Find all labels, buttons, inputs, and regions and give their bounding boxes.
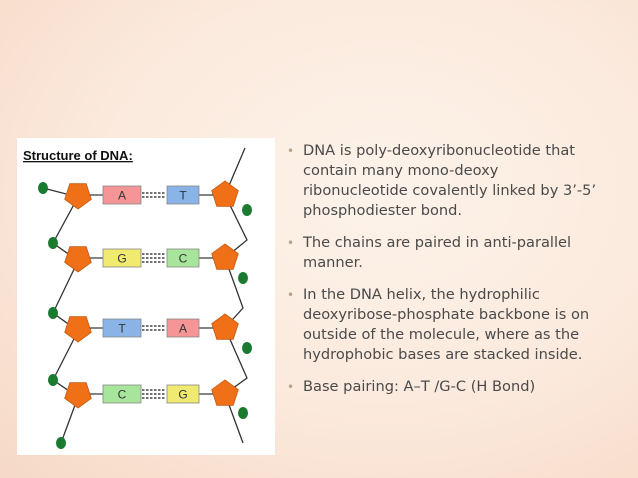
bullet-item: • In the DNA helix, the hydrophilic deoxy…: [287, 285, 607, 365]
sugar-left: [64, 382, 92, 409]
base-right: [166, 318, 200, 338]
sugar-left: [64, 183, 92, 210]
sugar-left: [64, 246, 92, 273]
sugar-right: [211, 180, 239, 207]
bullet-item: • DNA is poly-deoxyribonucleotide that co…: [287, 141, 607, 221]
base-left-label: A: [118, 189, 126, 203]
phosphate-left: [48, 237, 58, 249]
base-right-label: G: [178, 388, 187, 402]
phosphate-right: [238, 272, 248, 284]
bullet-text: The chains are paired in anti-parallel m…: [303, 234, 572, 271]
phosphate-left: [48, 374, 58, 386]
base-left: [102, 384, 142, 404]
sugar-right: [211, 379, 239, 406]
base-right: [166, 185, 200, 205]
base-left: [102, 318, 142, 338]
bullet-item: • Base pairing: A–T /G-C (H Bond): [287, 377, 607, 397]
figure-title: Structure of DNA:: [23, 148, 133, 163]
base-left: [102, 185, 142, 205]
sugar-right: [211, 313, 239, 340]
base-left-label: C: [118, 388, 127, 402]
phosphate-left: [48, 307, 58, 319]
base-right: [166, 384, 200, 404]
base-right: [166, 248, 200, 268]
bullet-text: Base pairing: A–T /G-C (H Bond): [303, 378, 536, 395]
bullet-icon: •: [287, 380, 295, 394]
sugar-right: [211, 243, 239, 270]
bullet-list: • DNA is poly-deoxyribonucleotide that co…: [287, 141, 607, 409]
base-right-label: T: [179, 189, 187, 203]
base-left: [102, 248, 142, 268]
base-left-label: G: [117, 252, 126, 266]
phosphate-right: [242, 204, 252, 216]
phosphate-right: [242, 342, 252, 354]
base-left-label: T: [118, 322, 126, 336]
bullet-icon: •: [287, 144, 295, 158]
phosphate-right: [238, 407, 248, 419]
bullet-item: • The chains are paired in anti-parallel …: [287, 233, 607, 273]
bullet-text: In the DNA helix, the hydrophilic deoxyr…: [303, 286, 590, 363]
bullet-icon: •: [287, 236, 295, 250]
bullet-text: DNA is poly-deoxyribonucleotide that con…: [303, 142, 597, 219]
left-backbone-line: [42, 187, 79, 444]
phosphate-left: [38, 182, 48, 194]
sugar-left: [64, 316, 92, 343]
base-right-label: A: [179, 322, 187, 336]
phosphate-left: [56, 437, 66, 449]
bullet-icon: •: [287, 288, 295, 302]
base-right-label: C: [179, 252, 188, 266]
